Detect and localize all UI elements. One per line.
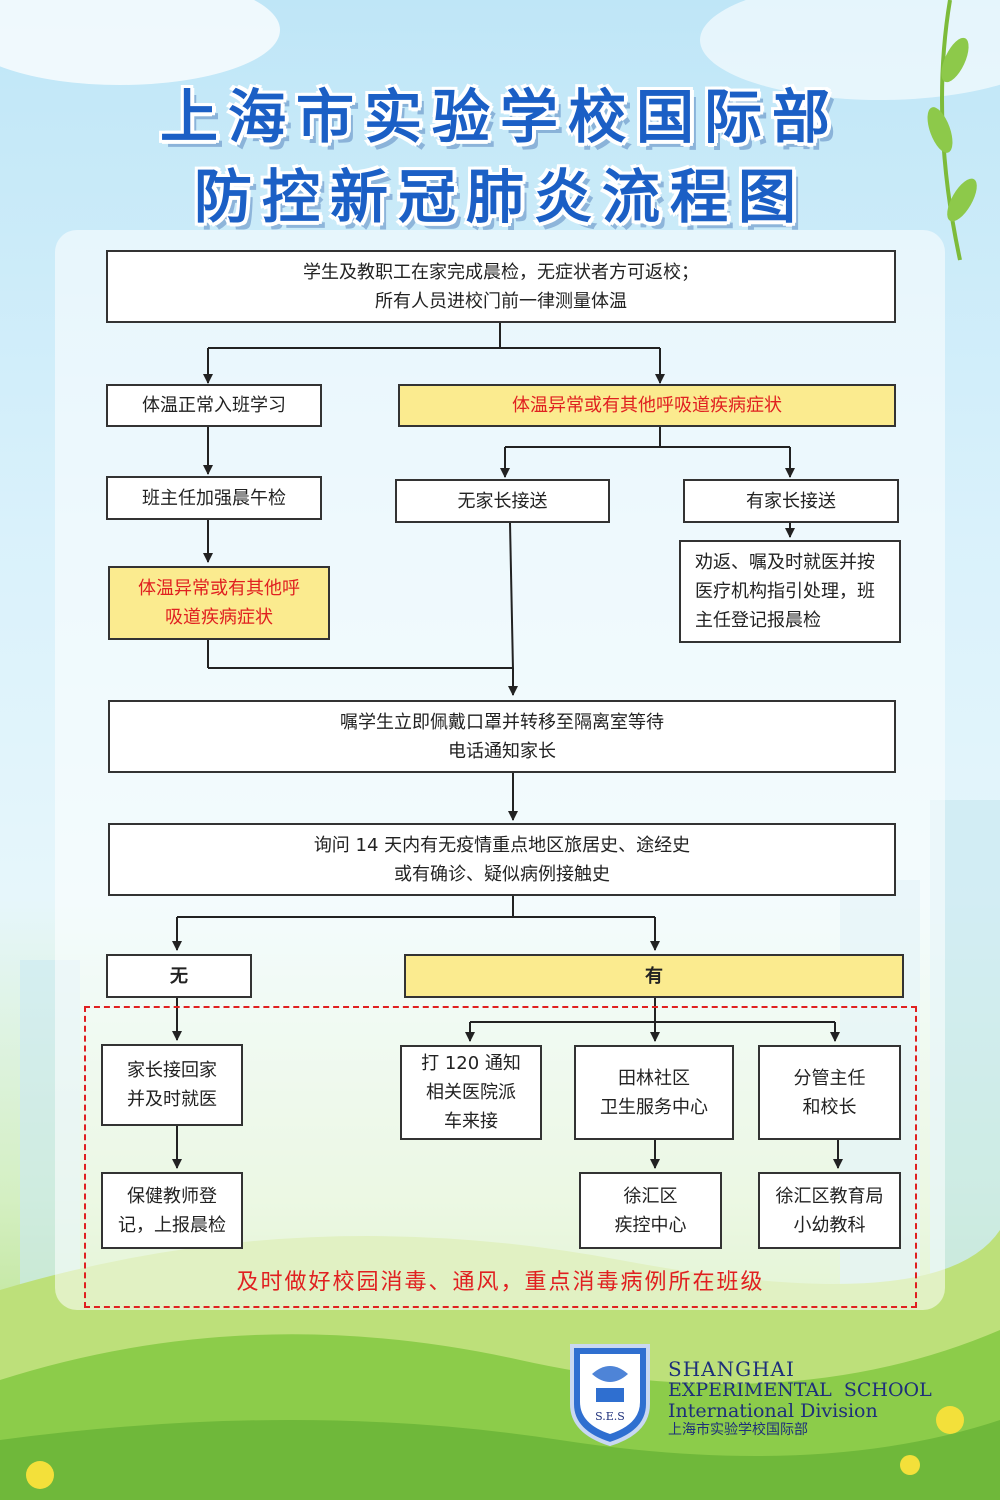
- node-education-bureau: 徐汇区教育局小幼教科: [758, 1172, 901, 1249]
- node-inquire-history: 询问 14 天内有无疫情重点地区旅居史、途经史或有确诊、疑似病例接触史: [108, 823, 896, 896]
- node-call-120: 打 120 通知相关医院派车来接: [400, 1045, 542, 1140]
- poster-title-line2: 防控新冠肺炎流程图: [193, 163, 806, 231]
- svg-text:S.E.S: S.E.S: [595, 1410, 625, 1423]
- node-teacher-check: 班主任加强晨午检: [106, 476, 322, 520]
- node-no: 无: [106, 954, 252, 998]
- emergency-response-frame: [84, 1006, 917, 1308]
- node-isolate: 嘱学生立即佩戴口罩并转移至隔离室等待电话通知家长: [108, 700, 896, 773]
- node-director: 分管主任和校长: [758, 1045, 901, 1140]
- logo-line3: International Division: [668, 1400, 878, 1422]
- logo-line1: SHANGHAI: [668, 1357, 795, 1381]
- node-community-center: 田林社区卫生服务中心: [574, 1045, 734, 1140]
- school-logo-text: SHANGHAI EXPERIMENTAL SCHOOL Internation…: [668, 1358, 932, 1438]
- node-normal-temperature: 体温正常入班学习: [106, 384, 322, 427]
- logo-line2: EXPERIMENTAL SCHOOL: [668, 1379, 932, 1401]
- disinfection-note: 及时做好校园消毒、通风，重点消毒病例所在班级: [236, 1270, 765, 1295]
- node-abnormal-later: 体温异常或有其他呼吸道疾病症状: [108, 566, 330, 640]
- node-district-cdc: 徐汇区疾控中心: [579, 1172, 722, 1249]
- node-parent-pickup: 家长接回家并及时就医: [101, 1044, 243, 1126]
- node-no-parent: 无家长接送: [395, 479, 610, 523]
- poster-title-line1: 上海市实验学校国际部: [159, 83, 840, 151]
- node-health-teacher: 保健教师登记，上报晨检: [101, 1172, 243, 1249]
- node-start-check: 学生及教职工在家完成晨检，无症状者方可返校；所有人员进校门前一律测量体温: [106, 250, 896, 323]
- node-yes: 有: [404, 954, 904, 998]
- school-badge-icon: S.E.S: [570, 1344, 650, 1447]
- logo-line4: 上海市实验学校国际部: [668, 1422, 808, 1438]
- node-has-parent: 有家长接送: [683, 479, 899, 523]
- node-persuade-home: 劝返、嘱及时就医并按医疗机构指引处理，班主任登记报晨检: [679, 540, 901, 643]
- node-abnormal-temperature: 体温异常或有其他呼吸道疾病症状: [398, 384, 896, 427]
